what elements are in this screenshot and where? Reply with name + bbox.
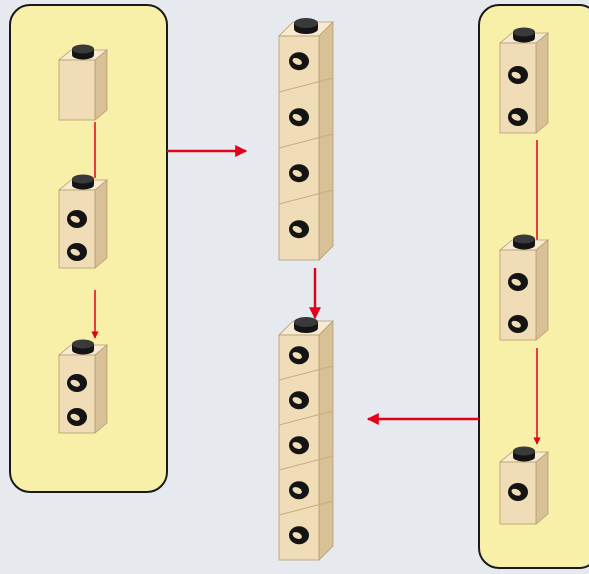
brick-1x1-one-side-stud [498,446,550,525]
assembly-step-1 [278,18,334,261]
side-stud-hole [292,397,302,404]
stack-seam [278,365,334,381]
brick-side-face [535,32,549,134]
stack-seam [278,133,334,149]
brick-1x1-plain [57,44,109,121]
side-stud-hole [70,413,80,421]
side-stud-hole [511,71,521,79]
brick-side-face [94,179,108,269]
stack-seam [278,410,334,426]
side-stud-hole [292,170,302,177]
side-stud-hole [292,487,302,494]
side-stud-hole [292,352,302,359]
brick-1x1-two-side-studs [498,234,550,341]
top-stud [294,18,318,28]
brick-side-face [94,344,108,434]
brick-side-face [535,451,549,525]
top-stud [72,174,94,184]
assembly-step-2 [278,317,334,561]
side-stud-hole [292,114,302,121]
stack-seam [278,189,334,205]
stack-seam [278,500,334,516]
side-stud-hole [292,226,302,233]
side-stud-hole [70,215,80,223]
side-stud-hole [292,532,302,539]
brick-side-face [94,49,108,121]
side-stud-hole [511,278,521,286]
top-stud [72,44,94,54]
side-stud-hole [511,488,521,496]
side-stud-hole [511,113,521,121]
stack-side-face [318,21,334,261]
brick-side-face [535,239,549,341]
side-stud-hole [511,320,521,328]
top-stud [294,317,318,327]
stack-seam [278,455,334,471]
brick-1x1-two-side-studs [498,27,550,134]
side-stud-hole [292,58,302,65]
stack-side-face [318,320,334,561]
side-stud-hole [70,248,80,256]
brick-front-face [499,249,537,341]
side-stud-hole [70,379,80,387]
top-stud [72,339,94,349]
top-stud [513,27,535,37]
brick-front-face [58,59,96,121]
brick-1x1-two-side-studs [57,339,109,434]
stack-seam [278,77,334,93]
side-stud-hole [292,442,302,449]
brick-1x1-two-side-studs [57,174,109,269]
top-stud [513,234,535,244]
top-stud [513,446,535,456]
